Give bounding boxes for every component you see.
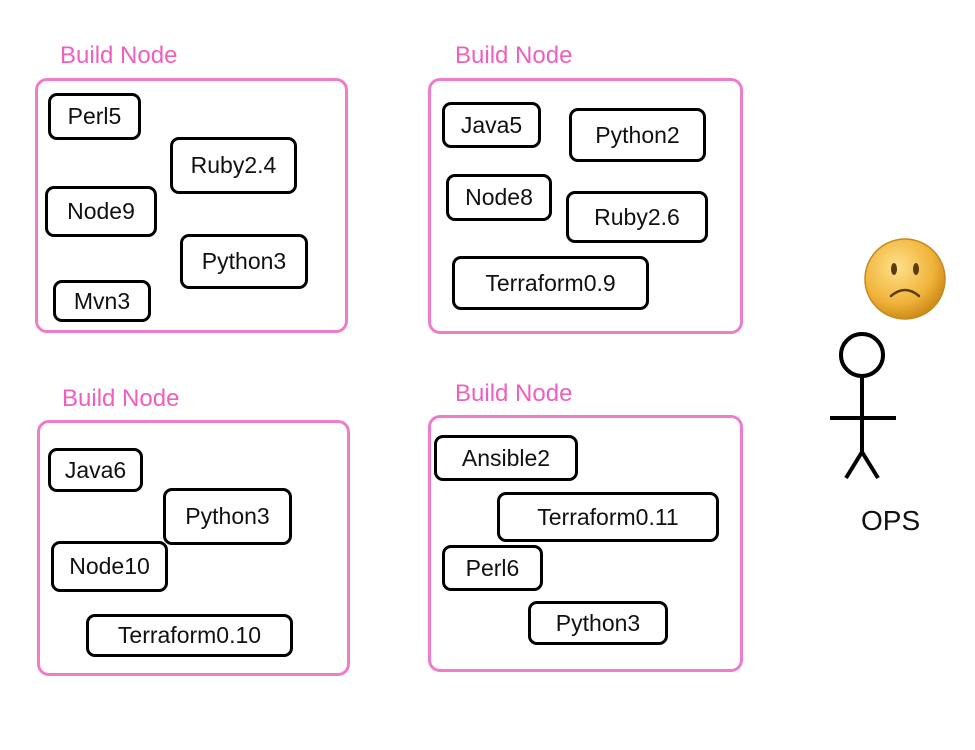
build-node-box: [37, 420, 350, 676]
tool-label: Java6: [48, 448, 143, 492]
tool-label: Ruby2.4: [170, 137, 297, 194]
build-node-box: [428, 78, 743, 334]
tool-label: Terraform0.9: [452, 256, 649, 310]
tool-label: Ruby2.6: [566, 191, 708, 243]
build-node-box: [428, 415, 743, 672]
tool-label: Perl5: [48, 93, 141, 140]
stick-figure-icon: [830, 332, 896, 480]
tool-label: Python3: [180, 234, 308, 289]
tool-label: Terraform0.10: [86, 614, 293, 657]
tool-label: Java5: [442, 102, 541, 148]
build-node-title: Build Node: [455, 42, 573, 69]
ops-label: OPS: [861, 505, 921, 536]
build-node-title: Build Node: [455, 380, 573, 407]
sad-face-icon: [864, 238, 946, 320]
tool-label: Terraform0.11: [497, 492, 719, 542]
build-node-title: Build Node: [60, 42, 178, 69]
build-node-title: Build Node: [62, 385, 180, 412]
tool-label: Node9: [45, 186, 157, 237]
tool-label: Node10: [51, 541, 168, 592]
tool-label: Python2: [569, 108, 706, 162]
tool-label: Python3: [528, 601, 668, 645]
build-node-box: [35, 78, 348, 333]
tool-label: Perl6: [442, 545, 543, 591]
tool-label: Ansible2: [434, 435, 578, 481]
tool-label: Python3: [163, 488, 292, 545]
tool-label: Node8: [446, 174, 552, 221]
tool-label: Mvn3: [53, 280, 151, 322]
